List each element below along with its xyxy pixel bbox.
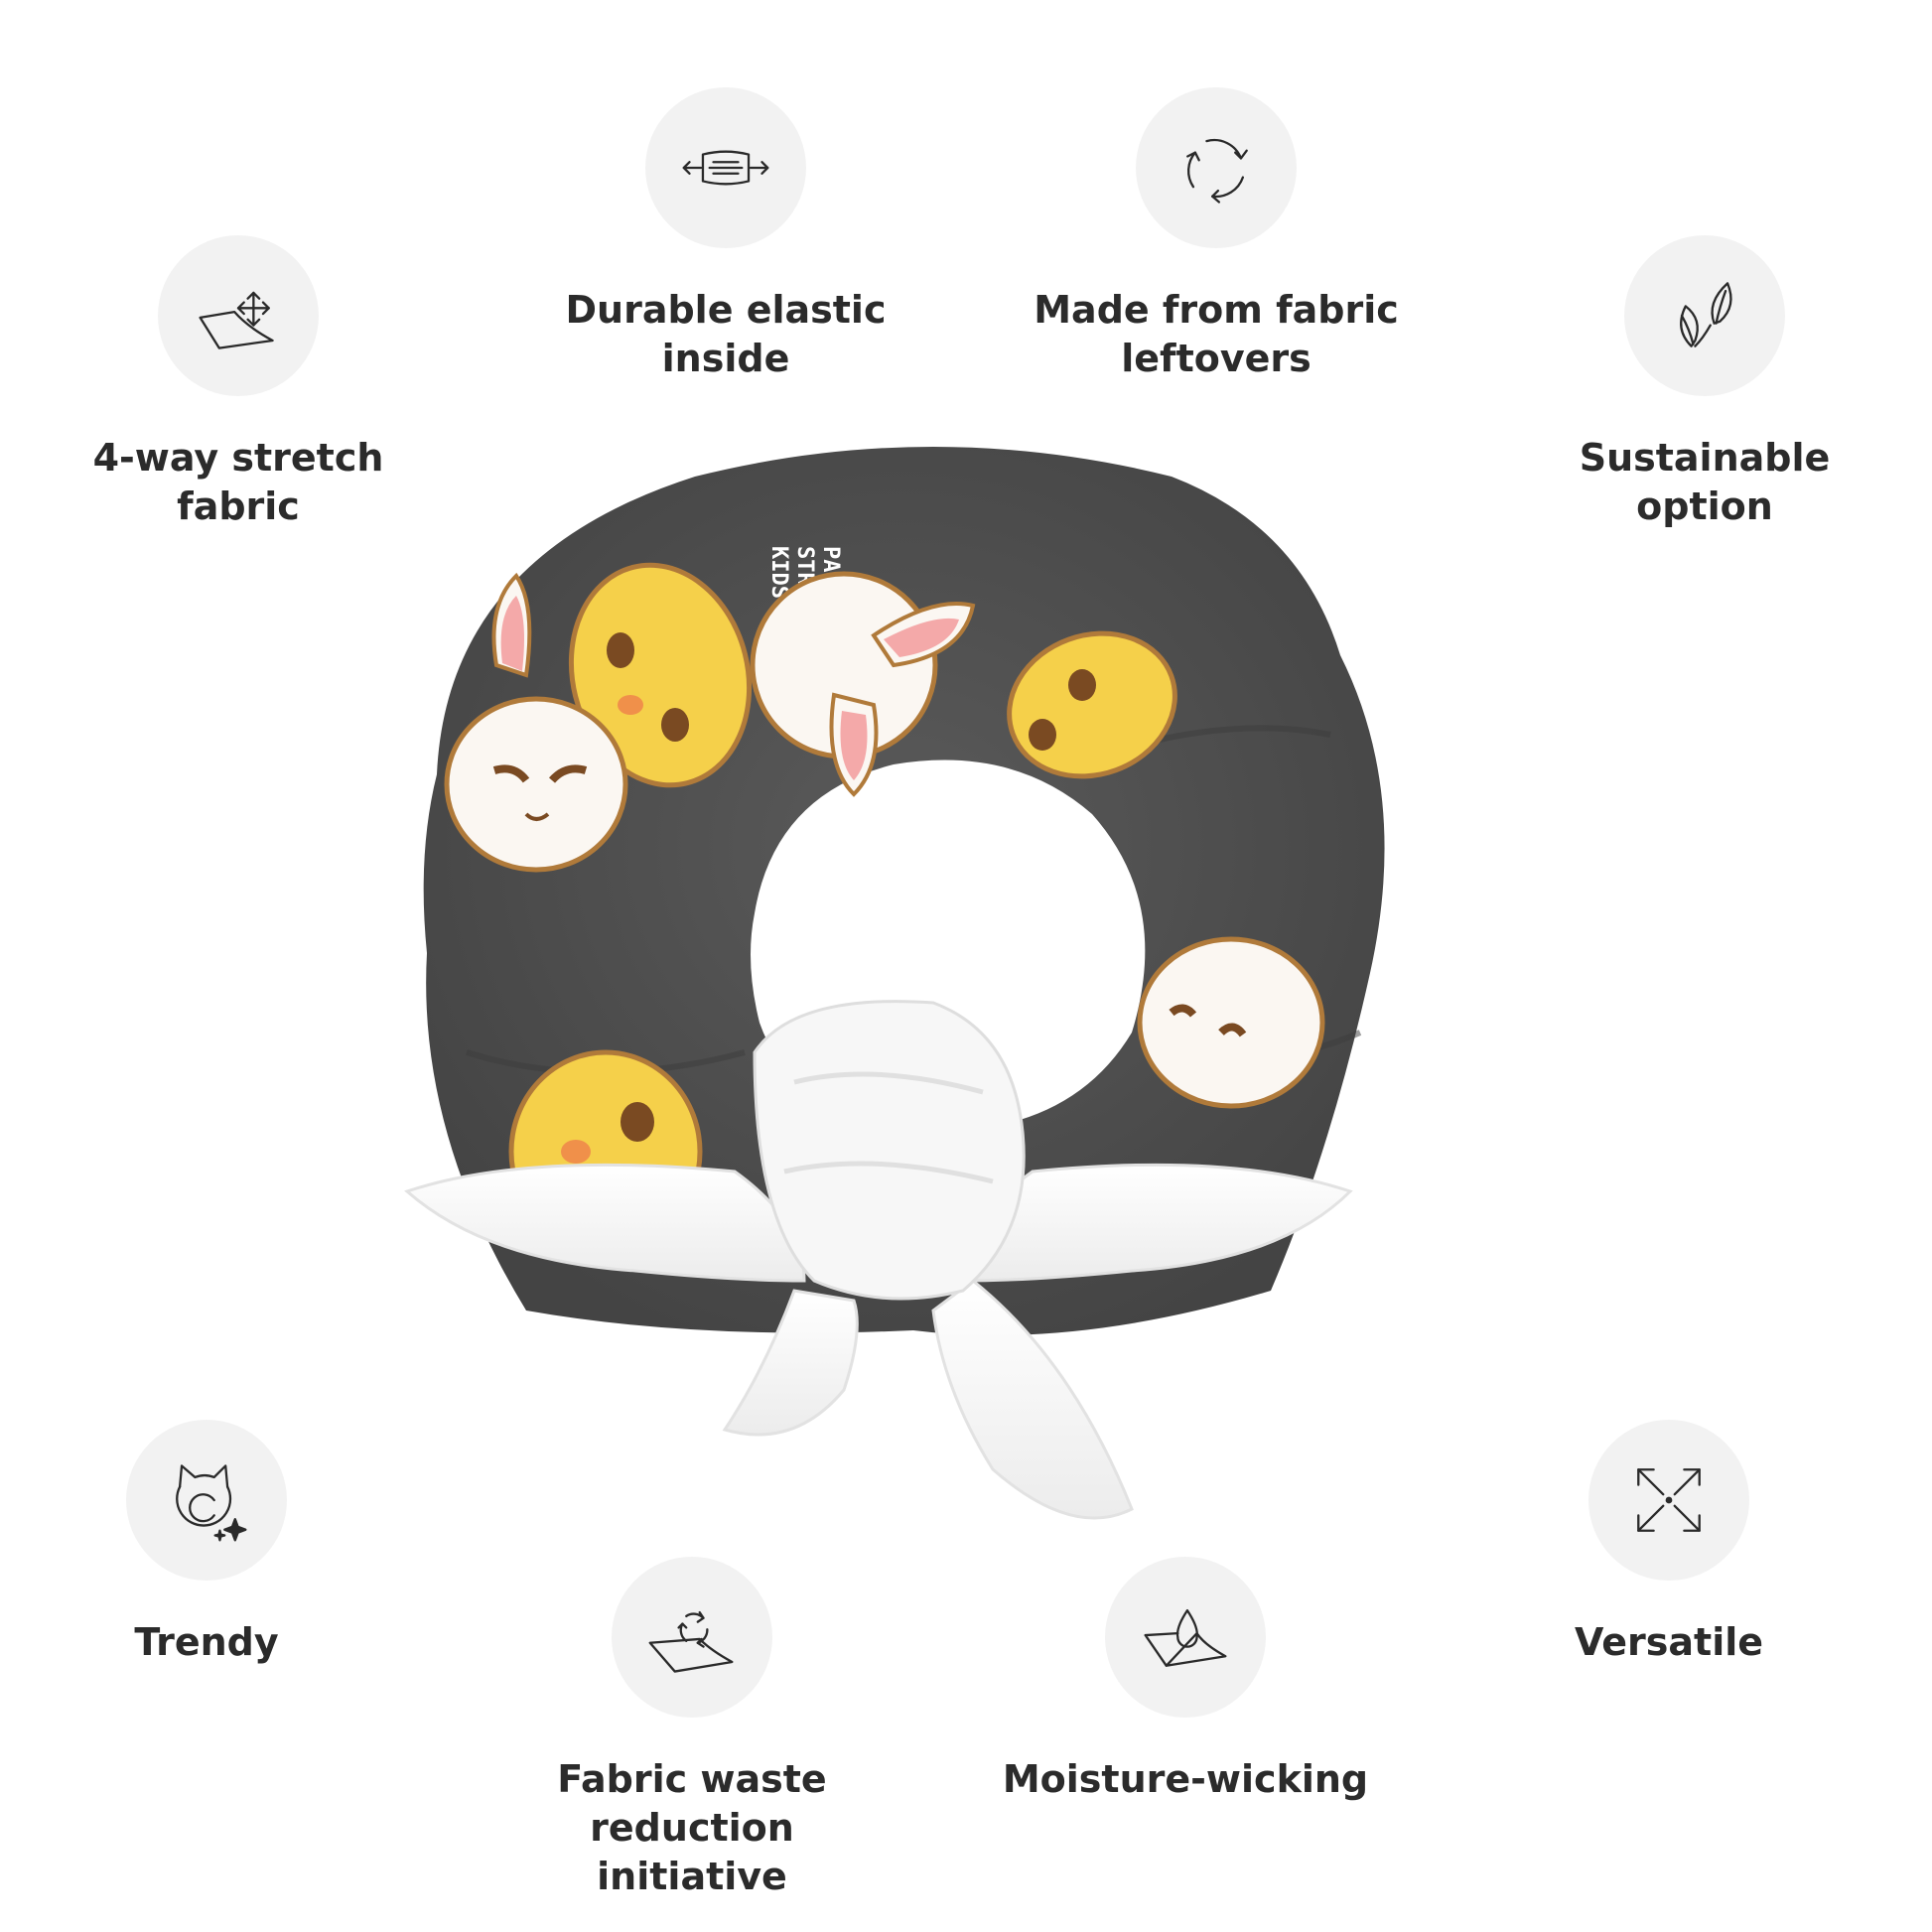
feature-fabric-leftovers: Made from fabric leftovers: [978, 87, 1454, 383]
feature-trendy: Trendy: [0, 1420, 445, 1667]
water-drop-fabric-icon-circle: [1105, 1557, 1266, 1718]
recycle-arrows-icon-circle: [1136, 87, 1297, 248]
feature-waste-reduction: Fabric waste reduction initiative: [454, 1557, 930, 1901]
scrunchie-image: PASTEL STRAY KIDS: [404, 447, 1385, 1520]
bunny-face-print: [444, 572, 628, 873]
cat-sparkle-icon-circle: [126, 1420, 287, 1581]
water-drop-fabric-icon: [1144, 1608, 1227, 1667]
feature-label: 4-way stretch fabric: [92, 436, 384, 528]
feature-label: Moisture-wicking: [1002, 1757, 1369, 1801]
elastic-band-icon: [682, 150, 769, 186]
scrunchie-bow: [404, 1000, 1353, 1520]
feature-label: Trendy: [134, 1620, 279, 1664]
four-way-stretch-icon: [199, 291, 274, 349]
chick-face-print: [568, 562, 753, 788]
feature-four-way-stretch: 4-way stretch fabric: [0, 235, 477, 531]
expand-arrows-icon: [1637, 1468, 1701, 1532]
feature-durable-elastic: Durable elastic inside: [487, 87, 964, 383]
fabric-recycle-icon: [648, 1610, 734, 1673]
expand-arrows-icon-circle: [1588, 1420, 1749, 1581]
leaves-icon: [1680, 282, 1732, 347]
fabric-recycle-icon-circle: [612, 1557, 772, 1718]
leaves-icon-circle: [1624, 235, 1785, 396]
feature-label: Sustainable option: [1579, 436, 1831, 528]
elastic-band-icon-circle: [645, 87, 806, 248]
feature-label: Durable elastic inside: [565, 288, 887, 380]
recycle-arrows-icon: [1186, 138, 1248, 204]
feature-versatile: Versatile: [1431, 1420, 1907, 1667]
feature-moisture-wicking: Moisture-wicking: [947, 1557, 1424, 1804]
feature-label: Made from fabric leftovers: [1034, 288, 1399, 380]
four-way-stretch-icon-circle: [158, 235, 319, 396]
feature-sustainable: Sustainable option: [1466, 235, 1932, 531]
bunny-face-print: [750, 571, 976, 797]
feature-label: Versatile: [1574, 1620, 1764, 1664]
feature-label: Fabric waste reduction initiative: [557, 1757, 827, 1898]
bunny-face-print: [1137, 936, 1325, 1109]
chick-face-print: [1007, 630, 1177, 779]
cat-sparkle-icon: [176, 1464, 247, 1542]
